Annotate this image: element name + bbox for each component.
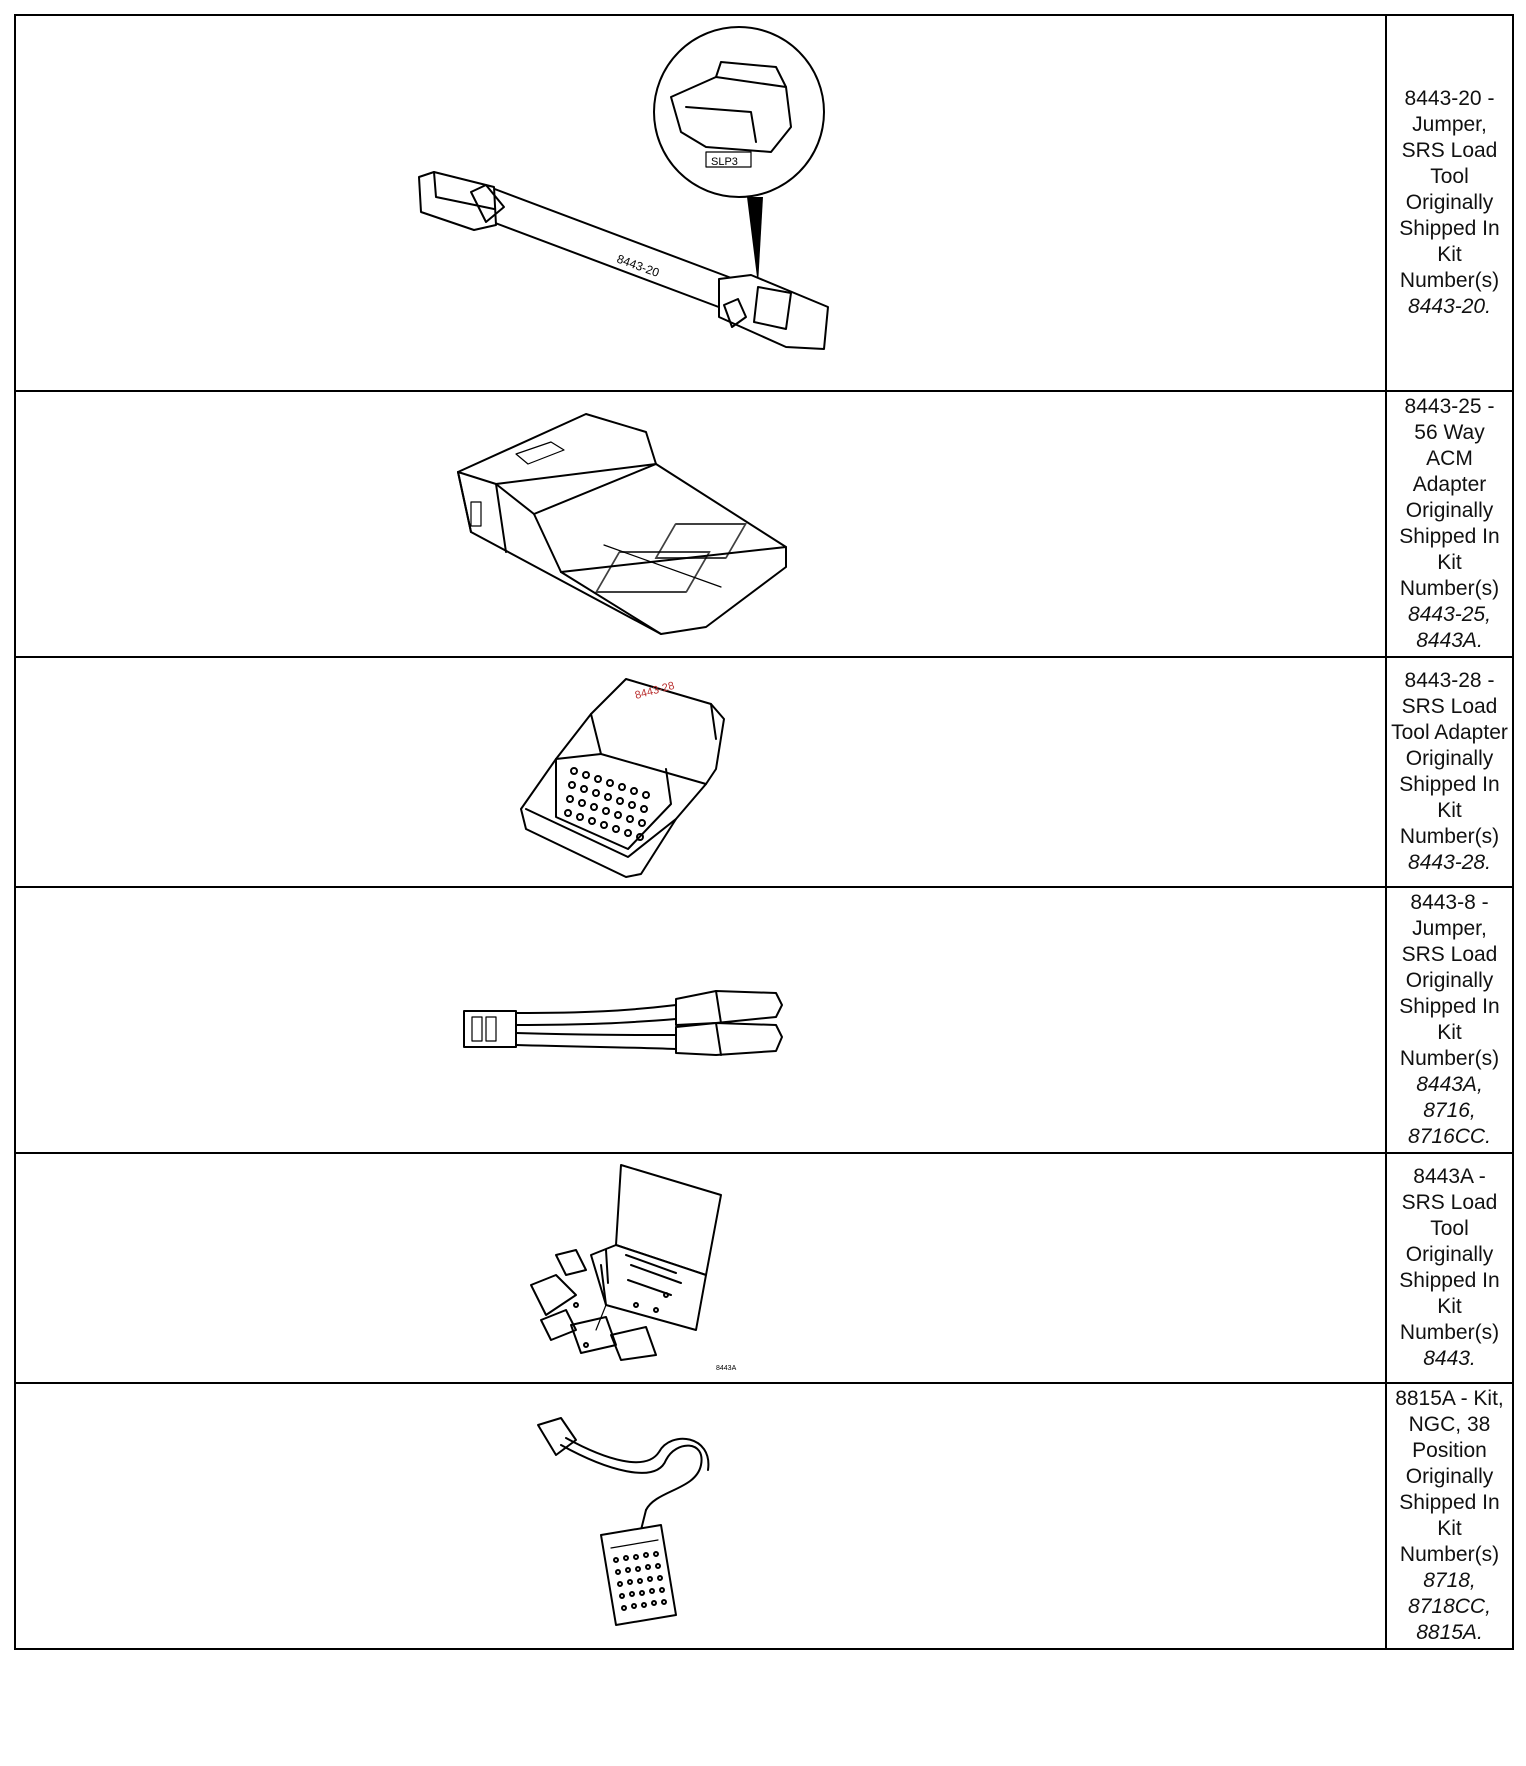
tool-description: 8443-28 - SRS Load Tool Adapter Original…	[1385, 656, 1514, 888]
tool-row: 8443-28 8443-28 - SRS Load Tool Adapter …	[14, 656, 1514, 888]
tool-row: SLP3 8443-20 8443-20 - Jumper, SRS Load …	[14, 14, 1514, 392]
tool-title: 8443-28 - SRS Load Tool Adapter Original…	[1391, 669, 1508, 848]
tool-illustration-cell: 8443-28	[14, 656, 1387, 888]
tool-row: 8443-25 - 56 Way ACM Adapter Originally …	[14, 390, 1514, 658]
tool-title: 8443-25 - 56 Way ACM Adapter Originally …	[1399, 395, 1500, 600]
tool-kits: 8443-25, 8443A.	[1408, 603, 1491, 652]
tool-title: 8443A - SRS Load Tool Originally Shipped…	[1399, 1165, 1500, 1344]
tool-description: 8443A - SRS Load Tool Originally Shipped…	[1385, 1152, 1514, 1384]
tool-kits: 8718, 8718CC, 8815A.	[1408, 1569, 1491, 1644]
acm-adapter-box-icon	[457, 413, 787, 635]
tool-illustration-cell	[14, 390, 1387, 658]
tool-illustration-cell: SLP3 8443-20	[14, 14, 1387, 392]
tool-illustration-cell: 8443A	[14, 1152, 1387, 1384]
jumper-cable-with-connector-detail-icon: SLP3 8443-20	[418, 26, 829, 350]
load-tool-adapter-icon: 8443-28	[520, 678, 725, 878]
tool-kits: 8443.	[1423, 1347, 1476, 1370]
tool-title: 8443-20 - Jumper, SRS Load Tool Original…	[1399, 87, 1500, 292]
tool-description: 8443-20 - Jumper, SRS Load Tool Original…	[1385, 14, 1514, 392]
tool-row: 8443A 8443A - SRS Load Tool Originally S…	[14, 1152, 1514, 1384]
tool-description: 8443-25 - 56 Way ACM Adapter Originally …	[1385, 390, 1514, 658]
tool-title: 8443-8 - Jumper, SRS Load Originally Shi…	[1399, 891, 1500, 1070]
tool-kits: 8443A, 8716, 8716CC.	[1408, 1073, 1491, 1148]
y-jumper-cable-icon	[463, 990, 783, 1056]
ngc-breakout-box-icon	[537, 1417, 710, 1626]
svg-text:8443A: 8443A	[716, 1365, 737, 1372]
tool-row: 8815A - Kit, NGC, 38 Position Originally…	[14, 1382, 1514, 1650]
special-tools-table: SLP3 8443-20 8443-20 - Jumper, SRS Load …	[14, 14, 1514, 1650]
tool-row: 8443-8 - Jumper, SRS Load Originally Shi…	[14, 886, 1514, 1154]
svg-text:SLP3: SLP3	[711, 156, 738, 168]
tool-kit-case-icon: 8443A	[530, 1164, 737, 1372]
tool-kits: 8443-28.	[1408, 851, 1491, 874]
tool-illustration-cell	[14, 886, 1387, 1154]
tool-kits: 8443-20.	[1408, 295, 1491, 318]
tool-title: 8815A - Kit, NGC, 38 Position Originally…	[1395, 1387, 1504, 1566]
tool-illustration-cell	[14, 1382, 1387, 1650]
tool-description: 8443-8 - Jumper, SRS Load Originally Shi…	[1385, 886, 1514, 1154]
tool-description: 8815A - Kit, NGC, 38 Position Originally…	[1385, 1382, 1514, 1650]
